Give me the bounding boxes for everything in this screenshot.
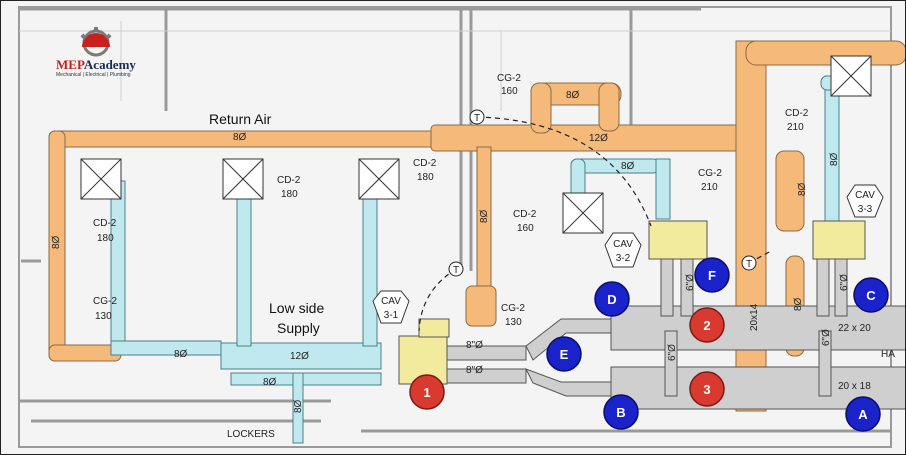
duct-size: 8Ø	[233, 132, 247, 143]
diffuser-cfm: 180	[417, 172, 434, 183]
building-walls	[18, 6, 892, 448]
cav-tag-label: CAV	[855, 190, 875, 201]
marker-A	[845, 396, 881, 432]
duct-size: 8Ø	[174, 349, 188, 360]
duct-size: 6"Ø	[685, 274, 696, 291]
duct-size: 6"Ø	[667, 344, 678, 361]
duct-size: 8Ø	[566, 90, 580, 101]
return-air-label: Return Air	[209, 111, 272, 127]
diffuser-cfm: 160	[517, 223, 534, 234]
grille-tag: CG-2	[93, 296, 117, 307]
duct-size: 12Ø	[589, 133, 608, 144]
logo-tagline: Mechanical | Electrical | Plumbing	[56, 72, 131, 78]
duct-size: 8"Ø	[466, 340, 483, 351]
grid-lines	[19, 21, 891, 111]
diffuser-cfm: 210	[787, 122, 804, 133]
cav-tag-number: 3-1	[384, 310, 399, 321]
grille-cfm: 160	[501, 86, 518, 97]
marker-label: F	[708, 268, 716, 283]
marker-label: B	[616, 405, 625, 420]
cav-tag-hexagons	[372, 184, 884, 324]
cav-tag-number: 3-2	[616, 253, 631, 264]
diffuser-tag: CD-2	[513, 209, 537, 220]
diffuser-tag: CD-2	[785, 108, 809, 119]
duct-size: 8Ø	[793, 297, 804, 311]
duct-size: 20x14	[749, 303, 760, 331]
main-supply-ducts	[445, 305, 905, 410]
duct-size: 8Ø	[797, 182, 808, 196]
thermostat-symbols	[448, 109, 757, 277]
gear-icon	[80, 27, 112, 57]
marker-label: C	[866, 288, 876, 303]
marker-label: E	[560, 347, 569, 362]
duct-size: 8Ø	[293, 399, 304, 413]
cav-tag-number: 3-3	[858, 204, 873, 215]
low-side-label: Low side	[269, 300, 324, 316]
room-label: HA	[881, 349, 895, 360]
diffuser-cfm: 180	[281, 189, 298, 200]
thermostat-label: T	[453, 265, 459, 276]
marker-label: A	[858, 407, 868, 422]
duct-size: 8Ø	[263, 377, 277, 388]
room-label: LOCKERS	[227, 429, 275, 440]
supply-ducts	[110, 75, 862, 444]
supply-label: Supply	[277, 320, 320, 336]
marker-B	[603, 394, 639, 430]
mepacademy-logo: MEPAcademy Mechanical | Electrical | Plu…	[56, 27, 176, 87]
marker-1	[409, 374, 445, 410]
grille-cfm: 210	[701, 182, 718, 193]
marker-3	[689, 371, 725, 407]
duct-size: 8Ø	[829, 152, 840, 166]
duct-size: 12Ø	[290, 351, 309, 362]
marker-E	[546, 336, 582, 372]
marker-label: D	[607, 292, 616, 307]
marker-F	[694, 257, 730, 293]
thermostat-label: T	[474, 113, 480, 124]
branch-taps	[660, 255, 848, 397]
duct-size: 6"Ø	[821, 329, 832, 346]
duct-size: 8Ø	[621, 161, 635, 172]
duct-size: 20 x 18	[838, 381, 871, 392]
grille-tag: CG-2	[497, 73, 521, 84]
logo-wordmark: MEPAcademy	[56, 57, 136, 72]
duct-size: 8Ø	[479, 209, 490, 223]
duct-size: 6"Ø	[839, 274, 850, 291]
grille-cfm: 130	[505, 317, 522, 328]
cav-tag-label: CAV	[613, 239, 633, 250]
diffuser-tag: CD-2	[277, 175, 301, 186]
marker-label: 1	[423, 385, 430, 400]
grille-cfm: 130	[95, 311, 112, 322]
diffuser-cfm: 180	[97, 233, 114, 244]
marker-circles	[409, 257, 889, 432]
duct-size: 8Ø	[51, 235, 62, 249]
grille-tag: CG-2	[501, 303, 525, 314]
marker-label: 3	[703, 382, 710, 397]
marker-label: 2	[703, 318, 710, 333]
diffuser-tag: CD-2	[93, 218, 117, 229]
cav-tag-label: CAV	[381, 296, 401, 307]
marker-D	[594, 281, 630, 317]
diffuser-symbols	[80, 55, 872, 234]
duct-size: 22 x 20	[838, 323, 871, 334]
diffuser-tag: CD-2	[413, 158, 437, 169]
marker-C	[853, 277, 889, 313]
duct-size: 8"Ø	[466, 365, 483, 376]
cav-box-units	[398, 220, 866, 385]
thermostat-label: T	[746, 259, 752, 270]
marker-2	[689, 307, 725, 343]
grille-tag: CG-2	[698, 168, 722, 179]
